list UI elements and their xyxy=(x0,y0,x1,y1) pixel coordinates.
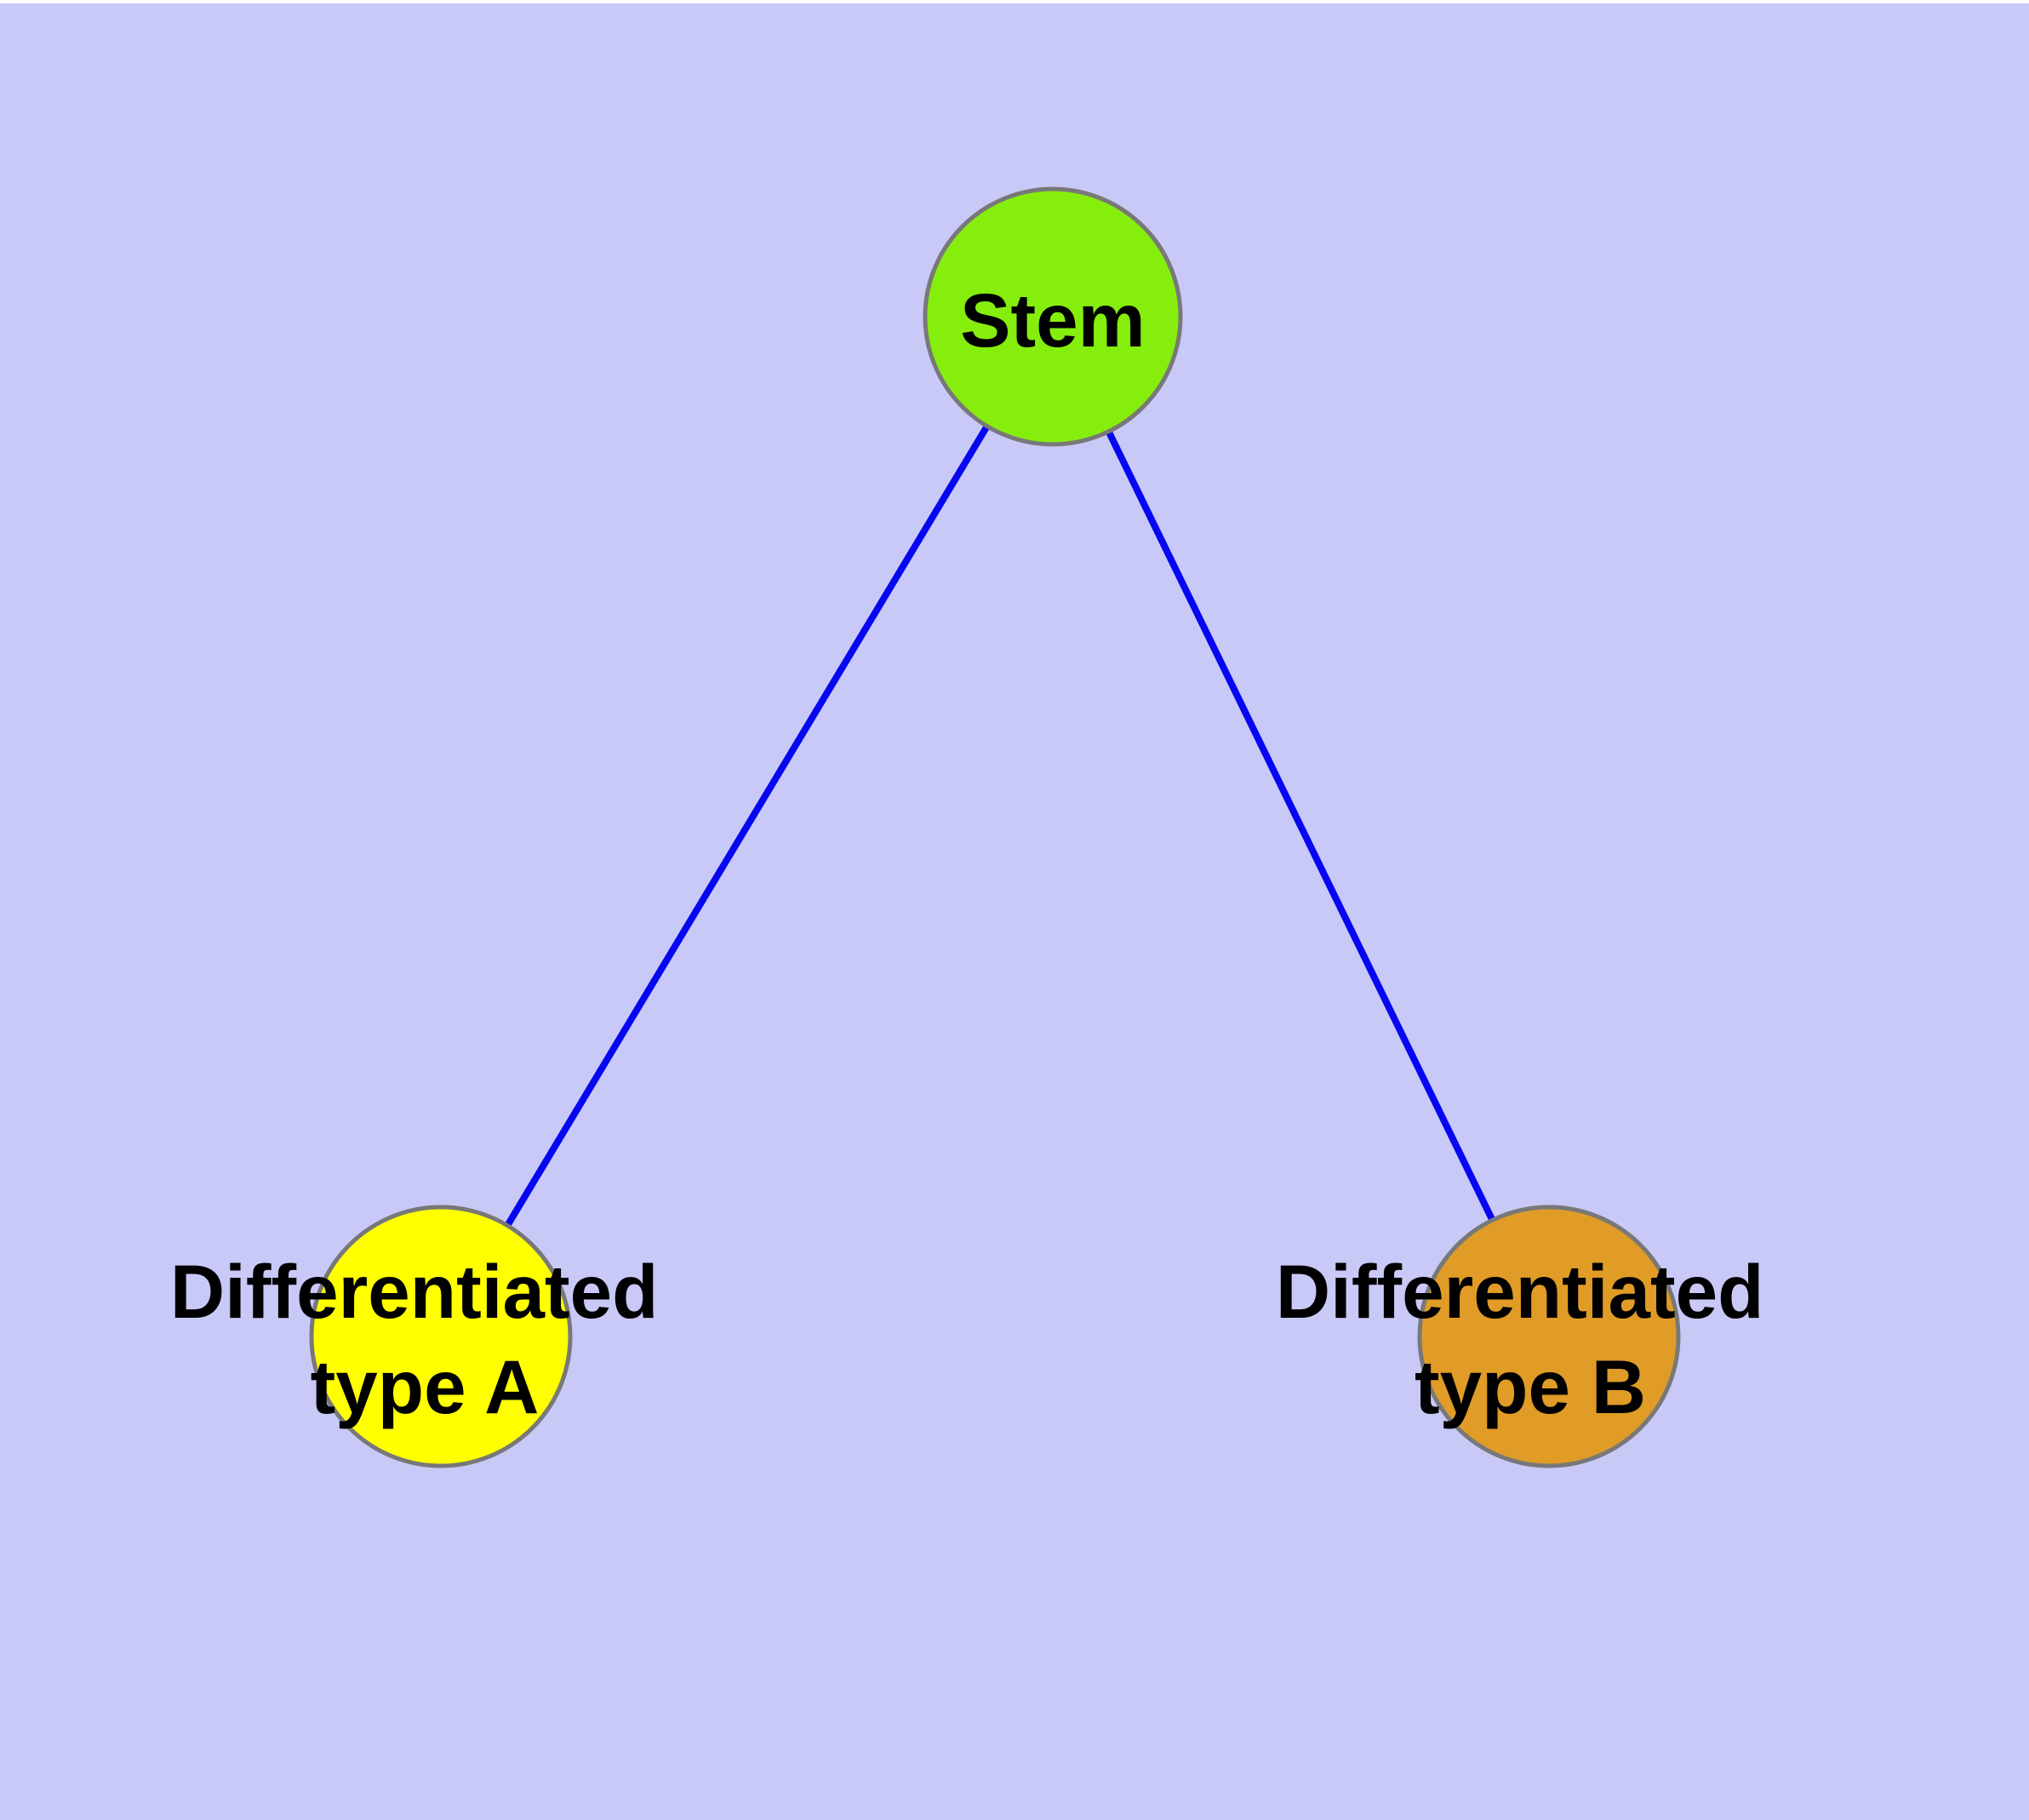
node-label-type-a-line1: Differentiated xyxy=(170,1249,659,1334)
node-stem xyxy=(923,186,1183,447)
top-margin-strip xyxy=(0,0,2029,3)
node-label-type-a-line2: type A xyxy=(311,1344,540,1429)
node-label-type-b: Differentiated type B xyxy=(1276,1249,1785,1429)
node-type-b xyxy=(1417,1205,1681,1468)
edge-stem-to-type-b xyxy=(1049,315,1552,1338)
node-label-type-b-line1: Differentiated xyxy=(1276,1249,1764,1334)
node-label-type-a: Differentiated type A xyxy=(170,1249,679,1429)
node-label-type-b-line2: type B xyxy=(1415,1344,1646,1429)
node-type-a xyxy=(309,1205,573,1468)
edge-stem-to-type-a xyxy=(437,314,1056,1339)
node-label-stem: Stem xyxy=(960,278,1146,363)
